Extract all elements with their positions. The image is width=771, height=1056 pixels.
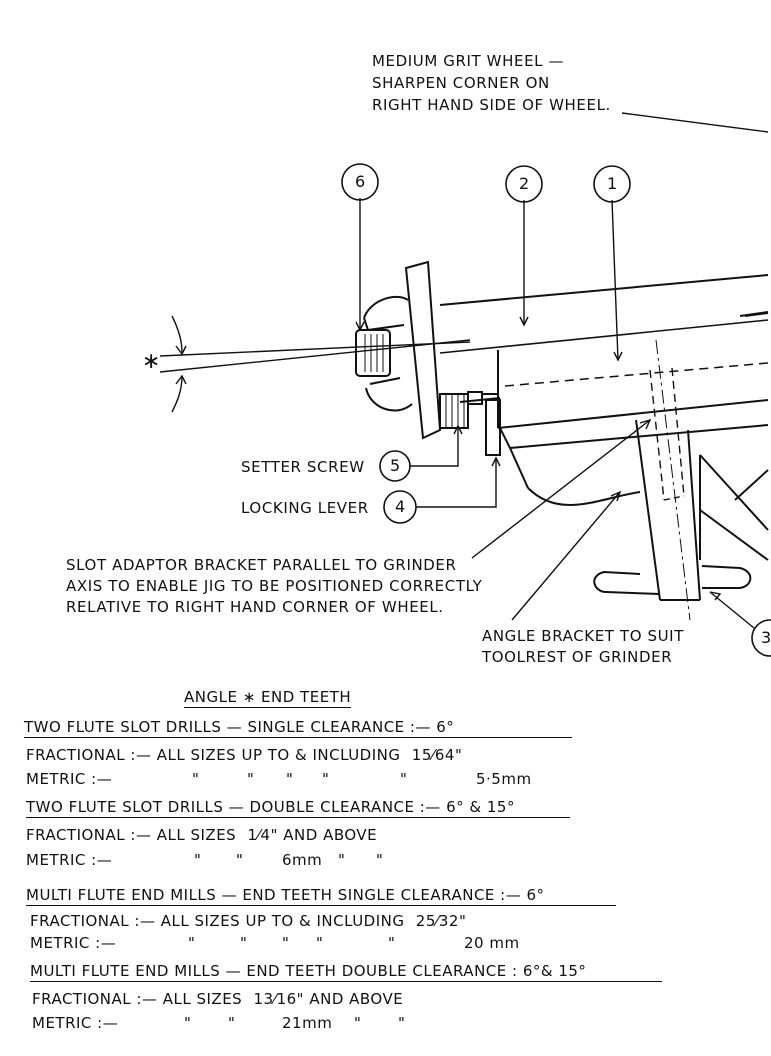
wheel-note-line-1: MEDIUM GRIT WHEEL — bbox=[372, 52, 565, 70]
locking-lever-body bbox=[482, 393, 501, 456]
flange-plate bbox=[404, 260, 442, 440]
post bbox=[593, 339, 752, 621]
section-2-ditto-1: " bbox=[194, 851, 202, 869]
angle-bracket-note-line-1: ANGLE BRACKET TO SUIT bbox=[482, 627, 684, 645]
section-3-ditto-2: " bbox=[240, 934, 248, 952]
callout-leaders bbox=[355, 198, 755, 629]
section-1-fractional-text: FRACTIONAL :— ALL SIZES UP TO & INCLUDIN… bbox=[26, 746, 401, 764]
section-2-fraction: 1⁄4" bbox=[247, 826, 278, 844]
section-4-ditto-1: " bbox=[184, 1014, 192, 1032]
section-2-metric-label: METRIC :— bbox=[26, 851, 113, 869]
section-3-fractional: FRACTIONAL :— ALL SIZES UP TO & INCLUDIN… bbox=[30, 912, 466, 930]
section-3-metric-value: 20 mm bbox=[464, 934, 520, 952]
wheel-note-line-3: RIGHT HAND SIDE OF WHEEL. bbox=[372, 96, 611, 114]
section-1-ditto-5: " bbox=[400, 770, 408, 788]
angle-symbol: ∗ bbox=[142, 349, 162, 374]
section-3-fractional-text: FRACTIONAL :— ALL SIZES UP TO & INCLUDIN… bbox=[30, 912, 405, 930]
section-3-ditto-5: " bbox=[388, 934, 396, 952]
section-2-metric-value: 6mm bbox=[282, 851, 323, 869]
section-2-ditto-3: " bbox=[338, 851, 346, 869]
bracket-base bbox=[499, 424, 769, 561]
section-2-fractional: FRACTIONAL :— ALL SIZES 1⁄4" AND ABOVE bbox=[26, 826, 377, 844]
section-2-ditto-2: " bbox=[236, 851, 244, 869]
section-3-fraction: 25⁄32" bbox=[415, 912, 467, 930]
section-4-fractional: FRACTIONAL :— ALL SIZES 13⁄16" AND ABOVE bbox=[32, 990, 403, 1008]
section-1-metric-label: METRIC :— bbox=[26, 770, 113, 788]
setter-screw-body bbox=[439, 391, 483, 429]
section-2-fractional-suffix: AND ABOVE bbox=[283, 826, 378, 844]
slot-note-line-3: RELATIVE TO RIGHT HAND CORNER OF WHEEL. bbox=[66, 598, 444, 616]
part-2-body bbox=[439, 274, 769, 354]
section-4-fraction: 13⁄16" bbox=[253, 990, 305, 1008]
section-1-metric-value: 5·5mm bbox=[476, 770, 532, 788]
section-2-heading: TWO FLUTE SLOT DRILLS — DOUBLE CLEARANCE… bbox=[26, 798, 570, 818]
angle-indicator bbox=[159, 315, 471, 413]
setter-screw-label: SETTER SCREW bbox=[241, 458, 365, 476]
section-1-ditto-4: " bbox=[322, 770, 330, 788]
callout-4: 4 bbox=[395, 497, 406, 516]
wing-nut bbox=[355, 295, 413, 412]
section-3-metric-label: METRIC :— bbox=[30, 934, 117, 952]
callout-circles bbox=[341, 163, 771, 657]
section-3-ditto-4: " bbox=[316, 934, 324, 952]
angle-bracket-note-line-2: TOOLREST OF GRINDER bbox=[482, 648, 673, 666]
section-4-ditto-2: " bbox=[228, 1014, 236, 1032]
callout-2: 2 bbox=[519, 174, 530, 193]
section-4-fractional-suffix: AND ABOVE bbox=[309, 990, 404, 1008]
jig-drawing bbox=[159, 112, 771, 657]
section-4-heading: MULTI FLUTE END MILLS — END TEETH DOUBLE… bbox=[30, 962, 662, 982]
section-4-fractional-text: FRACTIONAL :— ALL SIZES bbox=[32, 990, 243, 1008]
callout-6: 6 bbox=[355, 172, 366, 191]
section-1-fractional: FRACTIONAL :— ALL SIZES UP TO & INCLUDIN… bbox=[26, 746, 462, 764]
section-2-fractional-text: FRACTIONAL :— ALL SIZES bbox=[26, 826, 237, 844]
section-4-ditto-3: " bbox=[354, 1014, 362, 1032]
section-4-metric-label: METRIC :— bbox=[32, 1014, 119, 1032]
callout-1: 1 bbox=[607, 174, 618, 193]
callout-3: 3 bbox=[761, 628, 771, 647]
slot-note-line-1: SLOT ADAPTOR BRACKET PARALLEL TO GRINDER bbox=[66, 556, 457, 574]
section-1-ditto-2: " bbox=[247, 770, 255, 788]
section-3-heading: MULTI FLUTE END MILLS — END TEETH SINGLE… bbox=[26, 886, 616, 906]
part-1-body bbox=[459, 350, 769, 429]
table-title: ANGLE ∗ END TEETH bbox=[184, 688, 352, 708]
section-4-metric-value: 21mm bbox=[282, 1014, 333, 1032]
section-1-ditto-3: " bbox=[286, 770, 294, 788]
section-4-ditto-4: " bbox=[398, 1014, 406, 1032]
wheel-leader bbox=[621, 112, 769, 133]
slot-note-line-2: AXIS TO ENABLE JIG TO BE POSITIONED CORR… bbox=[66, 577, 483, 595]
section-3-ditto-1: " bbox=[188, 934, 196, 952]
section-1-fraction: 15⁄64" bbox=[411, 746, 463, 764]
section-3-ditto-3: " bbox=[282, 934, 290, 952]
locking-lever-label: LOCKING LEVER bbox=[241, 499, 369, 517]
section-2-ditto-4: " bbox=[376, 851, 384, 869]
wheel-note-line-2: SHARPEN CORNER ON bbox=[372, 74, 550, 92]
callout-5: 5 bbox=[390, 456, 401, 475]
section-1-ditto-1: " bbox=[192, 770, 200, 788]
section-1-heading: TWO FLUTE SLOT DRILLS — SINGLE CLEARANCE… bbox=[24, 718, 572, 738]
